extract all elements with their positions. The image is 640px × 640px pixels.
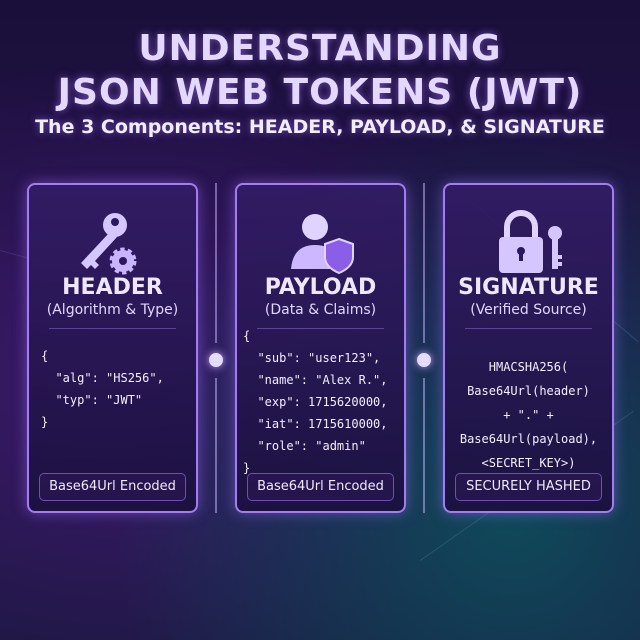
hash-badge: SECURELY HASHED [455, 473, 602, 501]
signature-formula: HMACSHA256( Base64Url(header) + "." + Ba… [459, 360, 598, 470]
subtitle: The 3 Components: HEADER, PAYLOAD, & SIG… [35, 116, 605, 138]
connector-dot [209, 353, 223, 367]
divider [215, 378, 217, 513]
card-subtitle: (Data & Claims) [264, 302, 377, 318]
divider [215, 183, 217, 343]
card-subtitle: (Algorithm & Type) [46, 302, 179, 318]
header-json: { "alg": "HS256", "typ": "JWT" } [41, 349, 164, 429]
payload-card: PAYLOAD (Data & Claims) { "sub": "user12… [235, 183, 406, 513]
divider [423, 378, 425, 513]
encoding-badge: Base64Url Encoded [247, 473, 394, 501]
title-line-1: UNDERSTANDING [138, 28, 502, 69]
key-gear-icon [29, 207, 196, 287]
divider [423, 183, 425, 343]
header-card: HEADER (Algorithm & Type) { "alg": "HS25… [27, 183, 198, 513]
encoding-badge: Base64Url Encoded [39, 473, 186, 501]
separator [49, 328, 176, 329]
payload-json: { "sub": "user123", "name": "Alex R.", "… [243, 329, 388, 475]
lock-key-icon [445, 207, 612, 287]
title-line-2: JSON WEB TOKENS (JWT) [57, 72, 583, 113]
card-title: HEADER [62, 275, 163, 300]
separator [257, 328, 384, 329]
card-title: SIGNATURE [458, 275, 599, 300]
connector-dot [417, 353, 431, 367]
signature-card: SIGNATURE (Verified Source) HMACSHA256( … [443, 183, 614, 513]
card-subtitle: (Verified Source) [470, 302, 587, 318]
card-title: PAYLOAD [264, 275, 377, 300]
user-shield-icon [237, 207, 404, 287]
separator [465, 328, 592, 329]
